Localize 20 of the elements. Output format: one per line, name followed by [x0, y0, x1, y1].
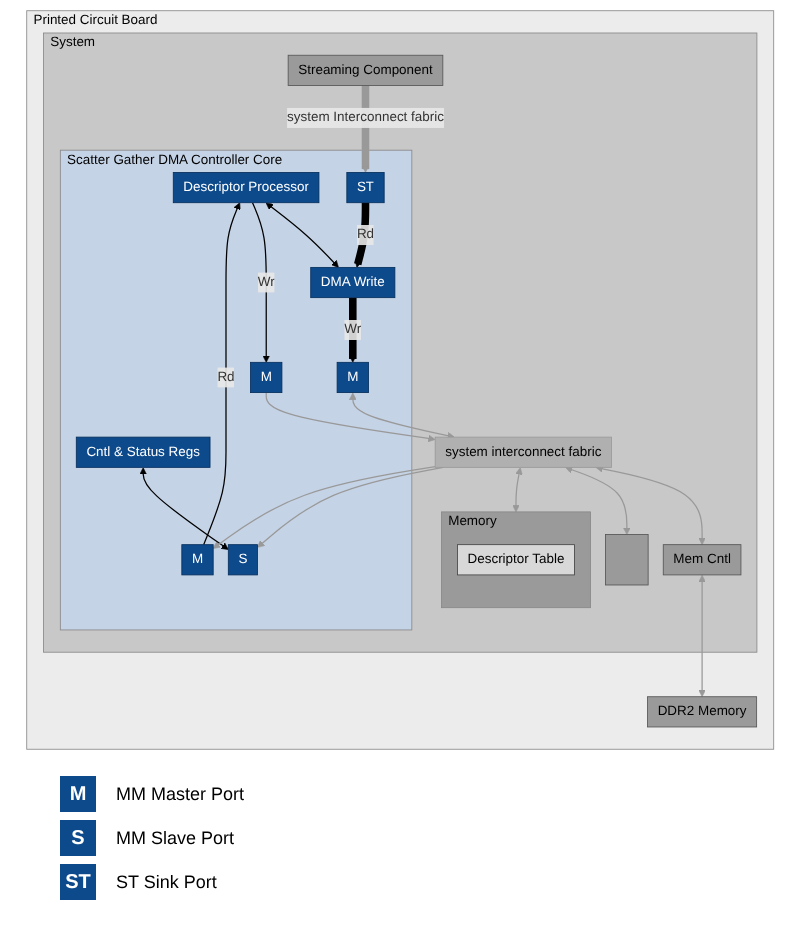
arrow	[256, 466, 444, 548]
legend-swatch: S	[60, 820, 96, 856]
legend-text: ST Sink Port	[116, 872, 217, 892]
arrow	[353, 202, 370, 268]
arrow	[265, 391, 436, 443]
legend-text: MM Master Port	[116, 784, 245, 804]
arrow	[595, 465, 706, 545]
arrow	[251, 202, 270, 363]
arrow	[348, 392, 455, 440]
node-box	[604, 534, 649, 586]
arrow	[564, 466, 631, 535]
arrow	[698, 574, 706, 698]
arrow	[512, 467, 523, 513]
arrow	[265, 202, 339, 268]
arrow	[139, 467, 229, 550]
legend-swatch: ST	[60, 864, 96, 900]
legend-text: MM Slave Port	[116, 828, 235, 848]
arrow	[202, 202, 241, 546]
legend-swatch: M	[60, 776, 96, 812]
arrow	[212, 466, 436, 549]
